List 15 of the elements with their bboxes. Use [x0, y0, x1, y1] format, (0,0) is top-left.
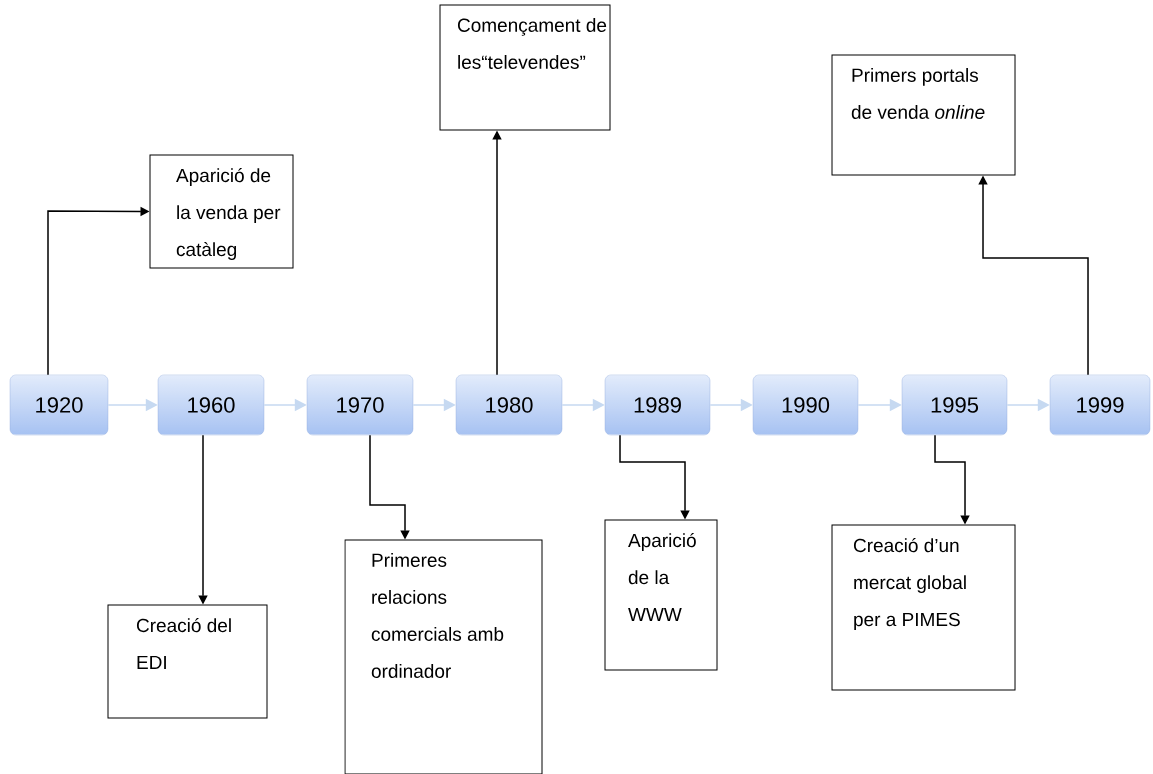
year-box: 1990 [752, 374, 859, 436]
year-box: 1999 [1049, 374, 1151, 436]
year-box: 1960 [157, 374, 265, 436]
event-box: Creació d’un mercat global per a PIMES [831, 524, 1016, 691]
event-box: Primers portals de venda online [831, 54, 1016, 176]
event-box: Aparició de la venda per catàleg [149, 154, 294, 269]
year-box: 1989 [604, 374, 711, 436]
event-box: Aparició de la WWW [604, 519, 718, 671]
year-box: 1920 [9, 374, 109, 436]
year-box: 1980 [455, 374, 563, 436]
event-box: Primeres relacions comercials amb ordinador [344, 539, 543, 774]
year-box: 1970 [306, 374, 414, 436]
year-box: 1995 [901, 374, 1008, 436]
event-box: Creació del EDI [107, 604, 268, 719]
event-box: Començament de les“televendes” [439, 4, 611, 131]
